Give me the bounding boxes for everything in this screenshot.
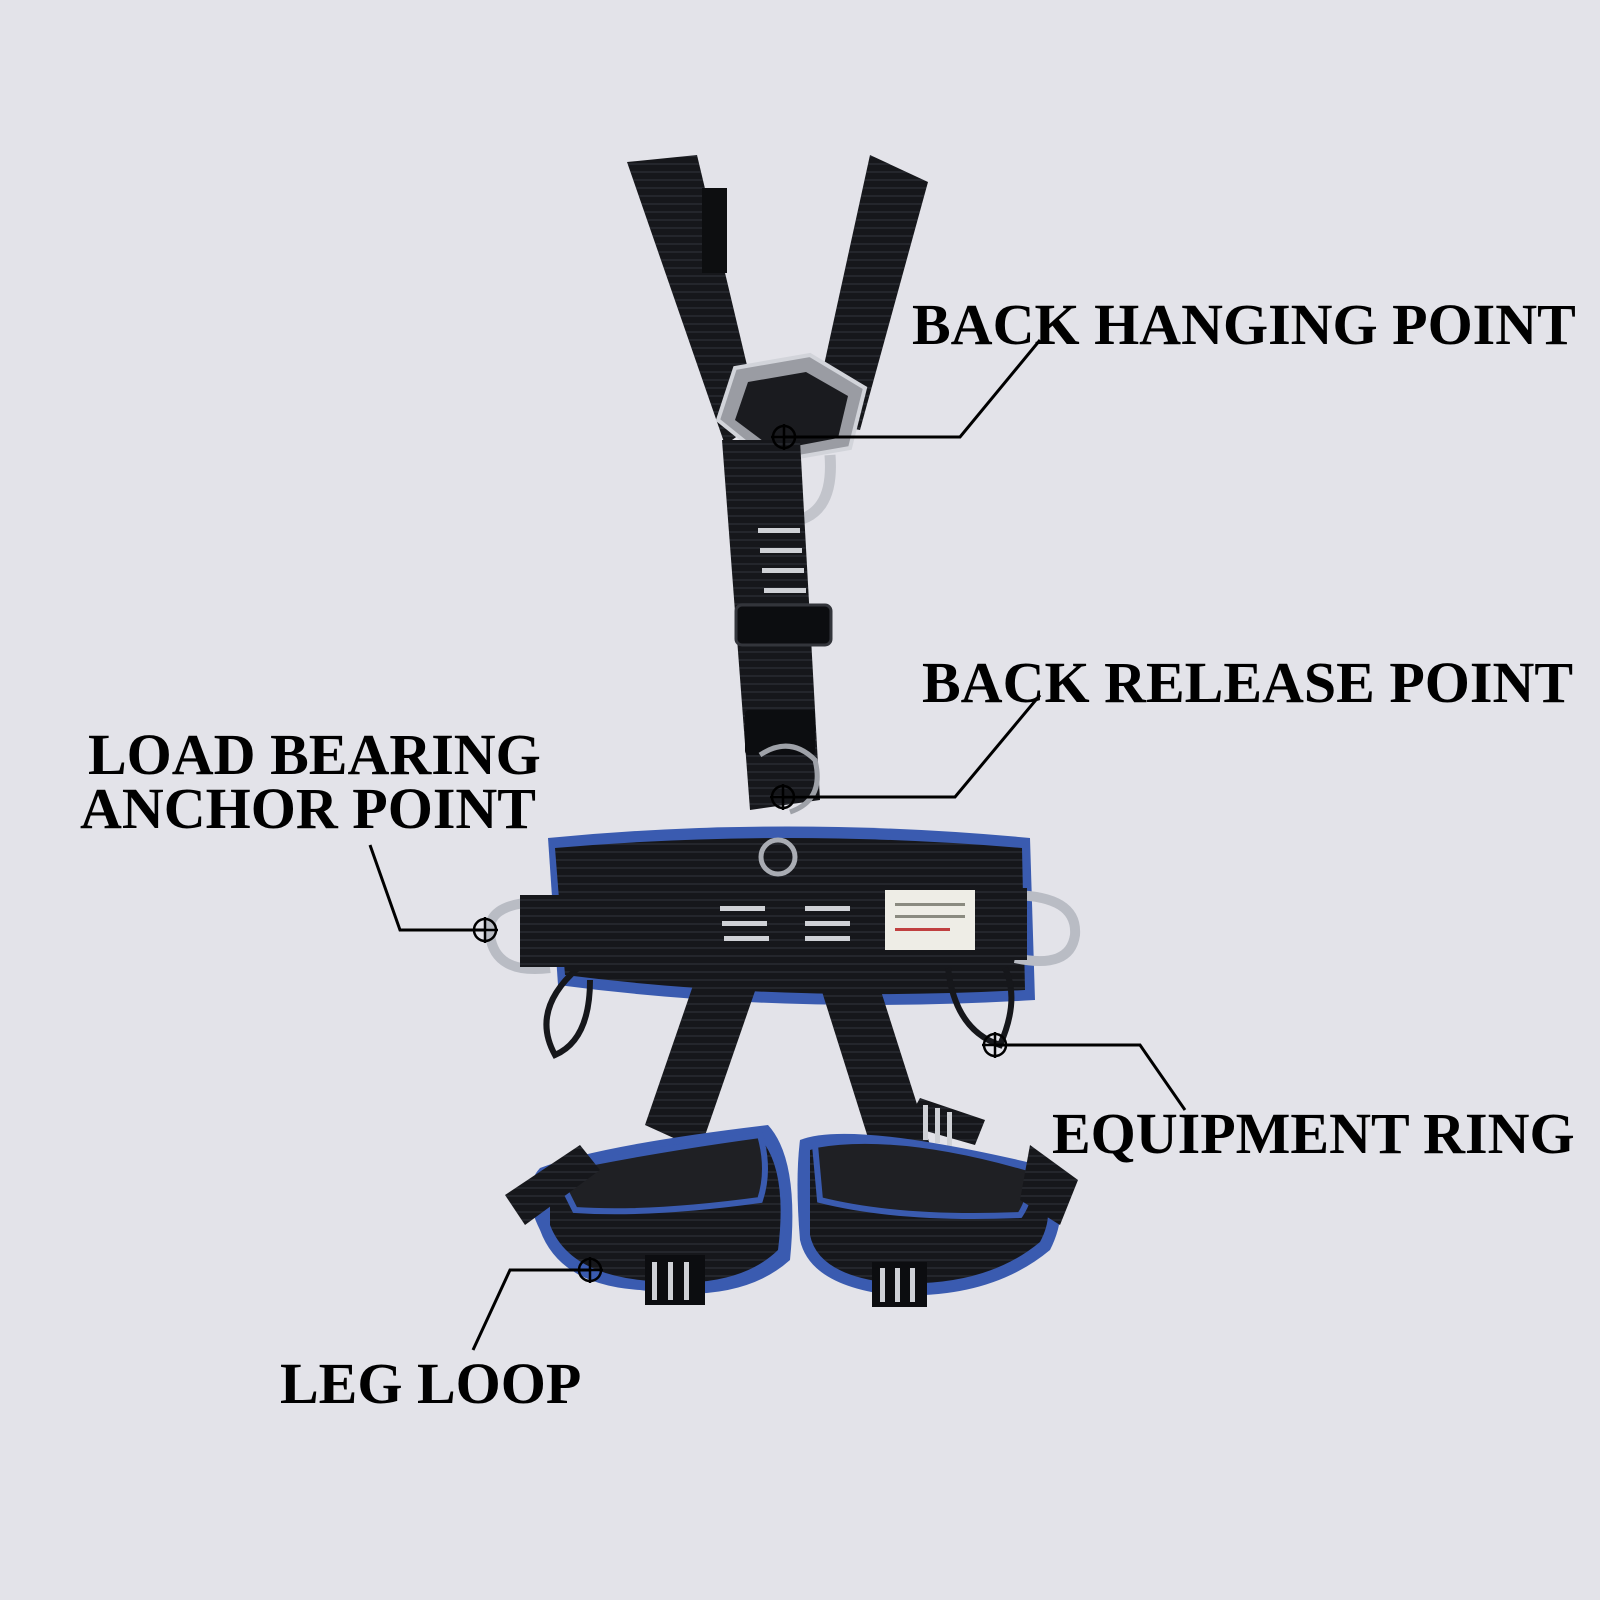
label-equipment-ring: EQUIPMENT RING xyxy=(1052,1101,1575,1166)
leg-straps xyxy=(645,878,985,1160)
leg-loop-right xyxy=(797,1133,1078,1307)
callout-line-equipment xyxy=(995,1043,1187,1111)
release-ring xyxy=(758,743,820,815)
side-anchor-ring-left xyxy=(484,895,575,974)
crosshair-marker-icon xyxy=(771,424,797,450)
back-plate xyxy=(715,352,868,465)
leg-loop-left xyxy=(505,1125,793,1305)
waist-belt xyxy=(548,826,1035,1005)
gear-loop-left xyxy=(543,965,593,1059)
label-leg-loop: LEG LOOP xyxy=(280,1351,582,1416)
label-back-hanging-point: BACK HANGING POINT xyxy=(912,292,1576,357)
callout-lines xyxy=(368,339,1187,1351)
label-load-bearing-line2: ANCHOR POINT xyxy=(80,776,536,841)
callout-line-back-hanging xyxy=(784,339,1042,439)
crosshair-marker-icon xyxy=(770,784,796,810)
center-back-strap xyxy=(722,440,833,810)
shoulder-strap-right xyxy=(812,155,928,430)
crosshair-marker-icon xyxy=(577,1257,603,1283)
callout-line-back-release xyxy=(783,694,1042,799)
callout-line-leg-loop xyxy=(471,1268,590,1351)
shoulder-strap-left xyxy=(627,155,760,445)
callout-line-load-bearing xyxy=(368,844,485,932)
crosshair-marker-icon xyxy=(982,1032,1008,1058)
label-load-bearing-line1: LOAD BEARING xyxy=(88,722,541,787)
side-anchor-ring-right xyxy=(975,888,1081,966)
label-back-release-point: BACK RELEASE POINT xyxy=(922,650,1574,715)
crosshair-marker-icon xyxy=(472,917,498,943)
